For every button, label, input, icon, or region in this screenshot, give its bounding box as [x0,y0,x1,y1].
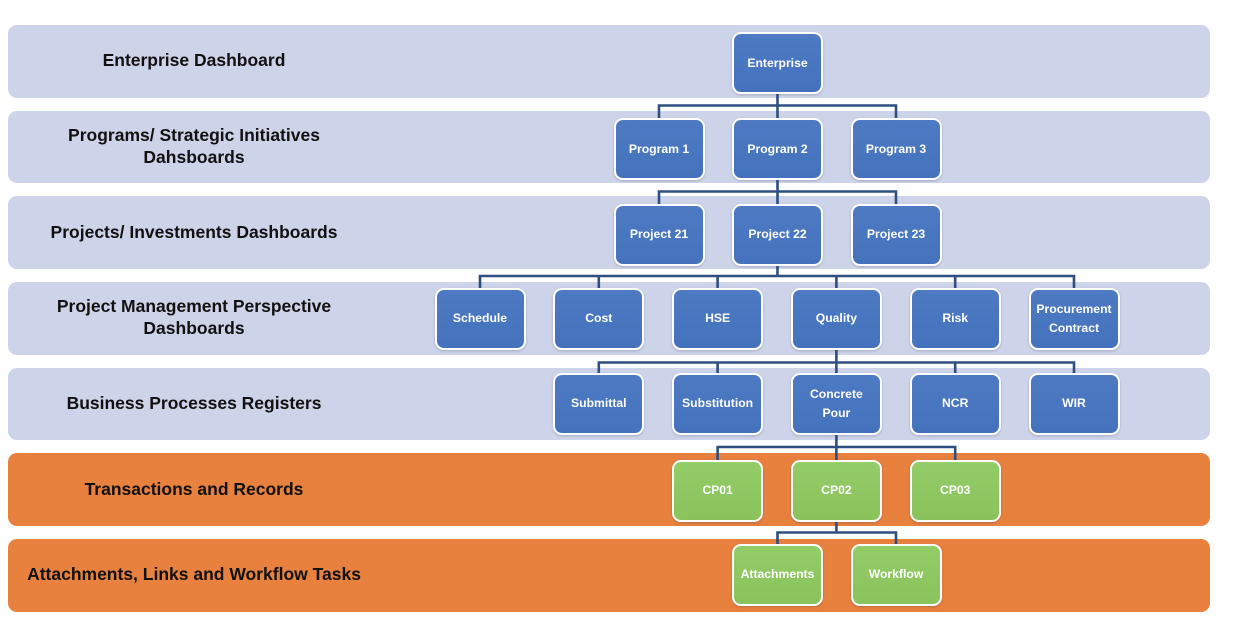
node-workflow-label: Workflow [868,567,924,582]
band-enterprise-dashboard: Enterprise Dashboard [8,25,1210,98]
node-concrete-pour: Concrete Pour [790,372,882,435]
band-label-business-process-registers: Business Processes Registers [66,393,322,413]
connector-enterprise-to-programs [657,93,898,120]
node-cost-label: Cost [585,311,613,326]
node-enterprise: Enterprise [732,31,823,94]
band-transactions-records: Transactions and Records [8,453,1210,526]
node-enterprise-label: Enterprise [747,55,808,70]
node-program-1: Program 1 [613,118,705,180]
connector-project22-to-perspectives [478,265,1076,290]
node-cp03-label: CP03 [939,483,971,498]
band-label-pm-perspective-dashboards: Project Management Perspective Dashboard… [56,296,332,339]
node-substitution: Substitution [672,372,764,435]
node-cp01: CP01 [672,459,764,522]
band-attachments-workflow: Attachments, Links and Workflow Tasks [8,539,1210,612]
node-attachments-label: Attachments [740,567,815,582]
connector-quality-to-registers [597,349,1076,375]
band-label-enterprise-dashboard: Enterprise Dashboard [102,50,286,71]
connector-program2-to-projects [657,179,898,206]
node-wir-label: WIR [1062,396,1086,411]
node-program-2: Program 2 [732,118,823,180]
node-cost: Cost [553,287,645,350]
node-hse-label: HSE [705,311,731,326]
node-cp02: CP02 [790,459,882,522]
node-project-21: Project 21 [613,203,705,266]
node-schedule-label: Schedule [452,311,508,326]
node-risk-label: Risk [942,311,969,326]
band-projects-dashboards: Projects/ Investments Dashboards [8,196,1210,269]
node-risk: Risk [909,287,1001,350]
band-label-attachments-workflow: Attachments, Links and Workflow Tasks [27,564,361,585]
node-program-1-label: Program 1 [628,141,690,156]
node-quality-label: Quality [815,311,858,326]
band-programs-dashboards: Programs/ Strategic Initiatives Dahsboar… [8,110,1210,184]
node-cp03: CP03 [909,459,1001,522]
node-attachments: Attachments [732,543,823,606]
band-label-projects-dashboards: Projects/ Investments Dashboards [50,221,338,242]
node-substitution-label: Substitution [682,396,754,411]
node-workflow: Workflow [850,543,942,606]
node-concrete-pour-label: Concrete Pour [809,387,863,420]
connector-concretepour-to-records [716,434,957,462]
node-project-22: Project 22 [732,203,823,266]
node-project-22-label: Project 22 [748,227,807,242]
node-hse: HSE [672,287,764,350]
node-ncr-label: NCR [941,396,969,411]
node-project-23: Project 23 [850,203,942,266]
node-submittal: Submittal [553,372,645,435]
node-cp02-label: CP02 [821,483,852,498]
node-wir: WIR [1028,372,1120,435]
node-program-3: Program 3 [850,118,942,180]
node-submittal-label: Submittal [571,396,627,411]
node-procurement-contract: Procurement Contract [1028,287,1120,350]
connector-cp02-to-attachments [776,521,898,546]
node-ncr: NCR [909,372,1001,435]
node-quality: Quality [790,287,882,350]
node-project-21-label: Project 21 [629,227,689,242]
node-cp01-label: CP01 [702,483,733,498]
node-schedule: Schedule [434,287,526,350]
node-program-3-label: Program 3 [865,141,927,156]
node-program-2-label: Program 2 [747,141,808,156]
band-label-transactions-records: Transactions and Records [84,478,304,499]
band-label-programs-dashboards: Programs/ Strategic Initiatives Dahsboar… [68,125,320,167]
node-procurement-contract-label: Procurement Contract [1036,302,1112,335]
node-project-23-label: Project 23 [866,227,926,242]
